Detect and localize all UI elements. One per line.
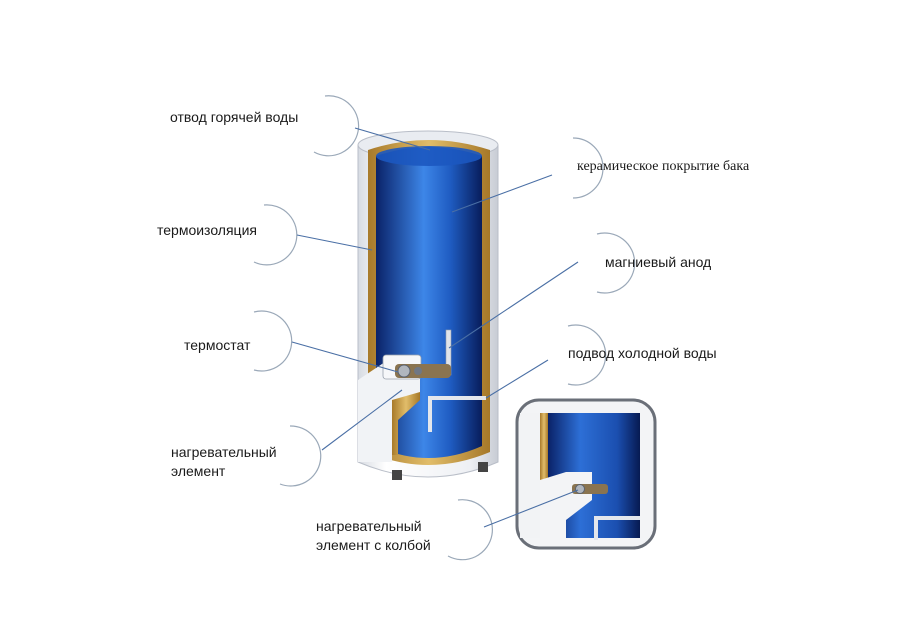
label-thermostat: термостат	[184, 337, 251, 353]
leader-thermostat	[291, 341, 399, 373]
leader-hot-water	[354, 127, 431, 151]
label-heating-element-flask-line1: нагревательный	[316, 518, 422, 534]
label-ceramic-coating: керамическое покрытие бака	[577, 159, 750, 174]
inset-zoom	[515, 398, 657, 550]
circle-heating-flask	[447, 499, 493, 561]
label-heating-element-line2: элемент	[171, 463, 226, 479]
tank	[357, 130, 499, 480]
inset-insulation	[540, 413, 548, 538]
circle-anode	[596, 232, 636, 294]
leader-heating-flask	[483, 489, 579, 528]
leader-anode	[448, 261, 579, 349]
cold-water-pipe	[428, 396, 486, 432]
label-heating-element-flask-line2: элемент с колбой	[316, 537, 431, 553]
flange-cutaway	[358, 360, 420, 462]
inset-pipe	[594, 516, 640, 540]
label-insulation: термоизоляция	[157, 222, 257, 238]
label-cold-water-inlet: подвод холодной воды	[568, 345, 717, 361]
inner-tank-top	[376, 146, 482, 166]
label-magnesium-anode: магниевый анод	[605, 254, 712, 270]
leader-cold-water	[485, 359, 549, 399]
label-heating-element-line1: нагревательный	[171, 444, 277, 460]
tank-foot-right	[478, 462, 488, 472]
leader-ceramic	[451, 174, 553, 213]
leader-insulation	[296, 234, 373, 251]
label-hot-water-outlet: отвод горячей воды	[170, 109, 299, 125]
circle-hot-water	[313, 95, 360, 157]
leader-lines	[291, 127, 579, 528]
circle-thermostat	[253, 310, 293, 372]
heating-element-assembly	[395, 364, 451, 378]
leader-heating	[321, 389, 403, 451]
label-circles	[253, 95, 636, 561]
circle-ceramic	[572, 137, 604, 199]
circle-insulation	[253, 204, 298, 266]
flange-gold-edge	[392, 392, 420, 455]
tank-foot-left	[392, 470, 402, 480]
circle-cold-water	[567, 324, 607, 386]
circle-heating	[279, 425, 322, 487]
inset-shell	[520, 413, 540, 538]
